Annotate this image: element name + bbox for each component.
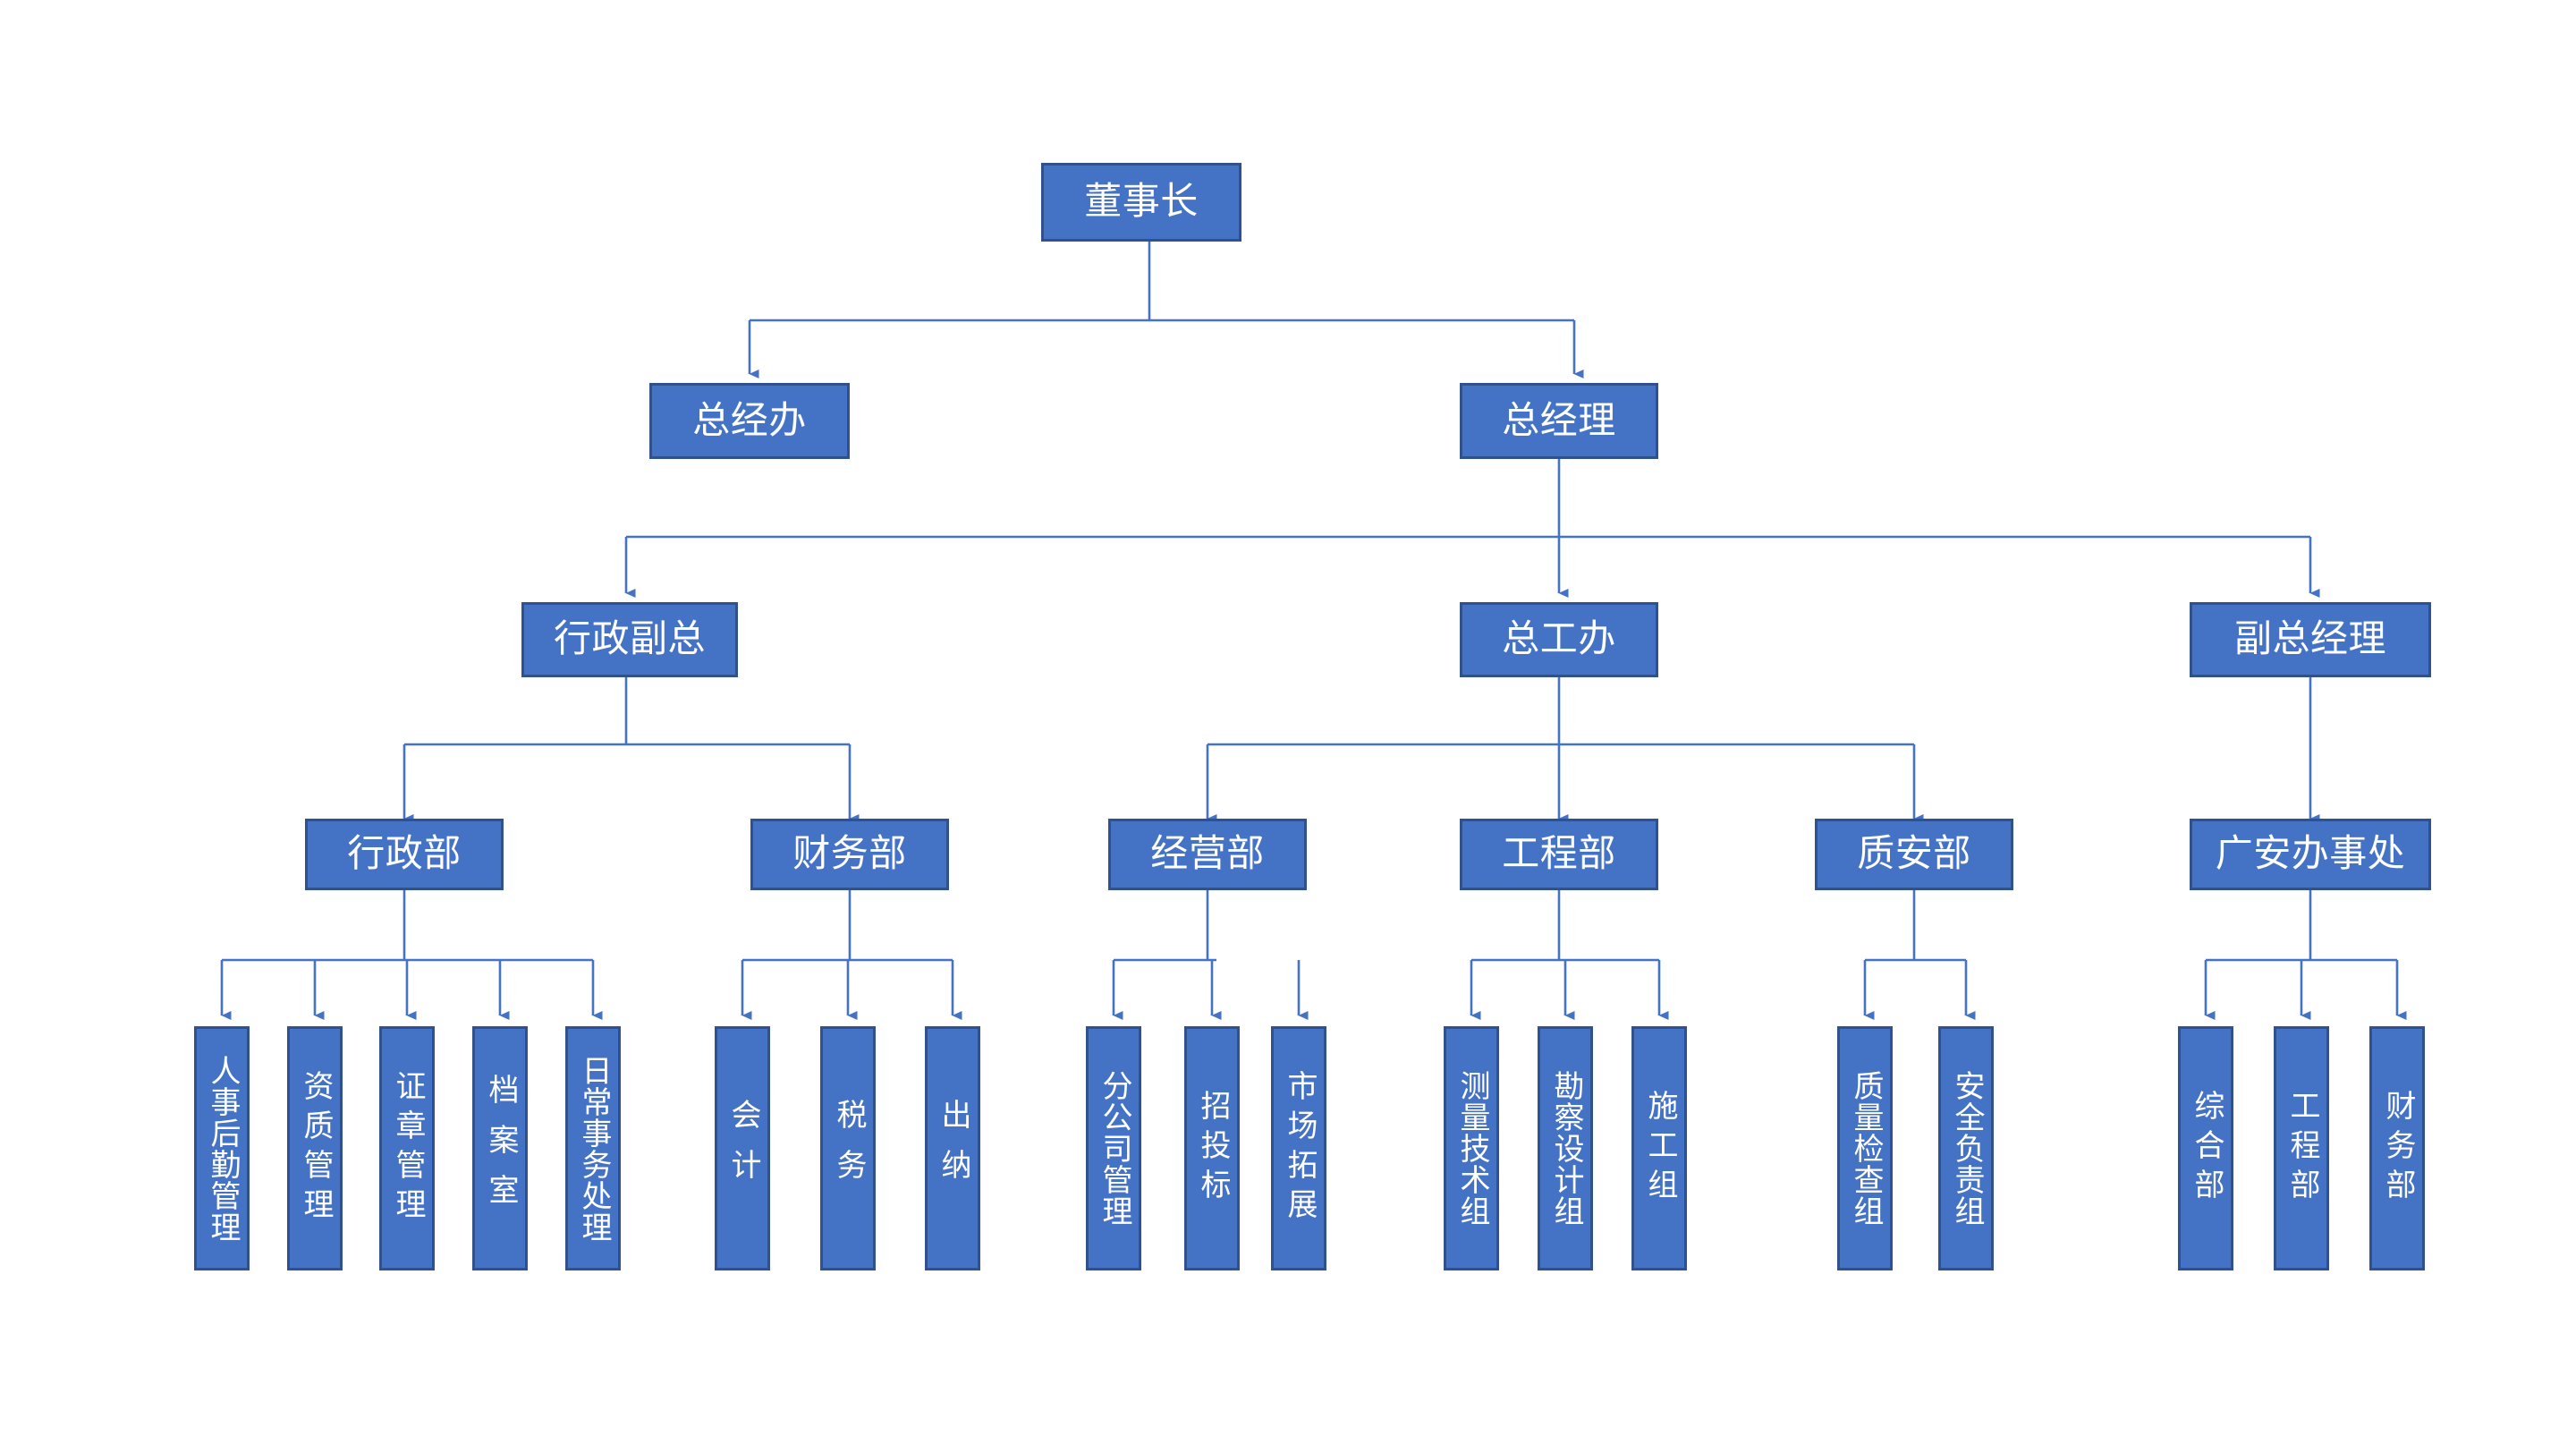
node-admin-vp[interactable]: 行政副总: [521, 602, 738, 677]
node-guangan-office[interactable]: 广安办事处: [2190, 819, 2431, 890]
node-label: 副总经理: [2233, 619, 2386, 660]
node-label: 总经办: [692, 400, 807, 442]
node-archives-room[interactable]: 档案室: [472, 1026, 528, 1270]
node-label: 工程部: [1502, 834, 1616, 875]
node-branch-mgmt[interactable]: 分公司管理: [1086, 1026, 1141, 1270]
node-finance-dept[interactable]: 财务部: [750, 819, 949, 890]
node-label: 税务: [832, 1098, 865, 1199]
node-seal-mgmt[interactable]: 证章管理: [379, 1026, 435, 1270]
node-quality-inspection-group[interactable]: 质量检查组: [1837, 1026, 1893, 1270]
node-label: 广安办事处: [2215, 834, 2406, 875]
node-label: 分公司管理: [1097, 1070, 1131, 1227]
node-label: 证章管理: [391, 1069, 424, 1228]
node-bidding[interactable]: 招投标: [1184, 1026, 1240, 1270]
node-label: 总工办: [1502, 619, 1616, 660]
node-label: 质量检查组: [1849, 1070, 1882, 1227]
node-label: 出纳: [936, 1098, 970, 1199]
node-chief-engineer-office[interactable]: 总工办: [1460, 602, 1658, 677]
node-safety-group[interactable]: 安全负责组: [1938, 1026, 1994, 1270]
node-qualification-mgmt[interactable]: 资质管理: [287, 1026, 343, 1270]
node-market-dev[interactable]: 市场拓展: [1271, 1026, 1326, 1270]
node-label: 安全负责组: [1950, 1070, 1983, 1227]
node-construction-group[interactable]: 施工组: [1631, 1026, 1687, 1270]
node-label: 人事后勤管理: [206, 1054, 239, 1243]
node-label: 会计: [726, 1098, 759, 1199]
node-label: 测量技术组: [1455, 1070, 1488, 1227]
node-label: 市场拓展: [1283, 1069, 1316, 1228]
node-ga-finance-dept[interactable]: 财务部: [2369, 1026, 2425, 1270]
node-chairman[interactable]: 董事长: [1041, 163, 1241, 242]
node-label: 董事长: [1084, 182, 1199, 223]
node-survey-tech-group[interactable]: 测量技术组: [1444, 1026, 1499, 1270]
node-label: 行政部: [347, 834, 462, 875]
node-general-manager[interactable]: 总经理: [1460, 383, 1658, 459]
node-gm-office[interactable]: 总经办: [649, 383, 850, 459]
node-ga-general-dept[interactable]: 综合部: [2178, 1026, 2233, 1270]
node-label: 财务部: [2381, 1089, 2414, 1208]
node-deputy-gm[interactable]: 副总经理: [2190, 602, 2431, 677]
node-ga-engineering-dept[interactable]: 工程部: [2274, 1026, 2329, 1270]
node-taxation[interactable]: 税务: [820, 1026, 876, 1270]
node-quality-safety-dept[interactable]: 质安部: [1815, 819, 2013, 890]
node-label: 施工组: [1643, 1089, 1676, 1208]
node-label: 档案室: [484, 1073, 517, 1224]
node-label: 综合部: [2190, 1089, 2223, 1208]
node-label: 质安部: [1857, 834, 1971, 875]
node-label: 财务部: [792, 834, 907, 875]
node-daily-affairs[interactable]: 日常事务处理: [565, 1026, 621, 1270]
node-label: 行政副总: [553, 619, 706, 660]
node-label: 招投标: [1196, 1089, 1229, 1208]
node-admin-dept[interactable]: 行政部: [305, 819, 504, 890]
node-hr-logistics[interactable]: 人事后勤管理: [194, 1026, 250, 1270]
node-design-group[interactable]: 勘察设计组: [1538, 1026, 1593, 1270]
node-engineering-dept[interactable]: 工程部: [1460, 819, 1658, 890]
node-label: 总经理: [1502, 400, 1616, 442]
node-accounting[interactable]: 会计: [715, 1026, 770, 1270]
node-label: 勘察设计组: [1549, 1070, 1582, 1227]
node-label: 日常事务处理: [577, 1054, 610, 1243]
node-label: 工程部: [2285, 1089, 2318, 1208]
node-cashier[interactable]: 出纳: [925, 1026, 980, 1270]
node-operations-dept[interactable]: 经营部: [1108, 819, 1307, 890]
node-label: 资质管理: [299, 1069, 332, 1228]
node-label: 经营部: [1150, 834, 1265, 875]
